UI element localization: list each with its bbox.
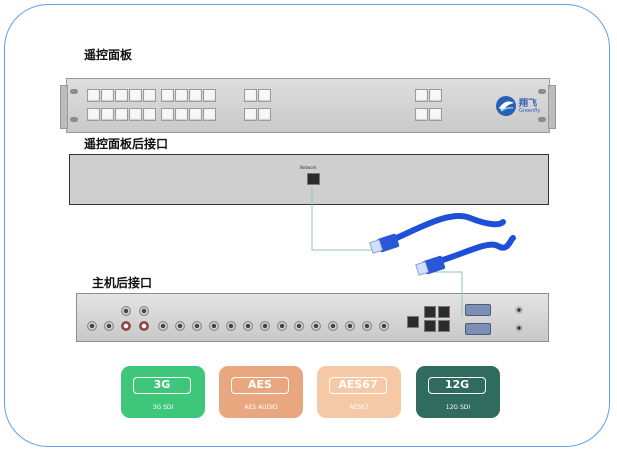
badge-tag: 3G (133, 377, 191, 394)
panel-key (258, 108, 271, 121)
rj45-port (424, 306, 436, 318)
panel-key (143, 89, 156, 102)
wire-remote (311, 187, 388, 251)
rj45-port (407, 316, 419, 328)
badge-subtitle: 12G SDI (445, 404, 471, 411)
panel-key (258, 89, 271, 102)
panel-key (161, 108, 174, 121)
badge-tag: AES67 (329, 377, 387, 394)
bnc-connector (158, 321, 168, 331)
badge-subtitle: AES67 (349, 404, 369, 411)
panel-key (429, 108, 442, 121)
panel-key (203, 89, 216, 102)
host-rear-panel (76, 293, 549, 342)
panel-key (189, 108, 202, 121)
badge-12g: 12G 12G SDI (416, 366, 500, 418)
bnc-connector (226, 321, 236, 331)
screw (515, 324, 523, 332)
panel-key (143, 108, 156, 121)
serial-port (465, 323, 491, 335)
audio-connector (139, 321, 149, 331)
bnc-connector (294, 321, 304, 331)
badge-aes: AES AES AUDIO (219, 366, 303, 418)
bnc-connector (311, 321, 321, 331)
serial-port (465, 304, 491, 316)
panel-key (203, 108, 216, 121)
mount-hole (70, 117, 78, 122)
diagram-frame (4, 4, 610, 447)
panel-key (415, 108, 428, 121)
bnc-connector (139, 306, 149, 316)
bnc-connector (328, 321, 338, 331)
host-rear-title: 主机后接口 (92, 276, 153, 290)
badge-3g: 3G 3G SDI (121, 366, 205, 418)
panel-key (244, 108, 257, 121)
rj45-port (438, 320, 450, 332)
panel-key (129, 89, 142, 102)
rj45-cable-icon (369, 213, 516, 276)
mount-hole (70, 89, 78, 94)
panel-key (189, 89, 202, 102)
remote-panel-rear-title: 遥控面板后接口 (84, 137, 169, 151)
panel-key (101, 89, 114, 102)
remote-control-panel: 翔飞 Greenfly (60, 78, 556, 133)
wire-host (433, 271, 463, 317)
audio-connector (121, 321, 131, 331)
mount-hole (538, 89, 546, 94)
badge-tag: 12G (428, 377, 486, 394)
bnc-connector (87, 321, 97, 331)
panel-key (244, 89, 257, 102)
greenfly-logo: 翔飞 Greenfly (495, 95, 575, 117)
bnc-connector (243, 321, 253, 331)
panel-ear-left (60, 85, 68, 129)
panel-key (115, 89, 128, 102)
bnc-connector (175, 321, 185, 331)
bnc-connector (104, 321, 114, 331)
bnc-connector (121, 306, 131, 316)
remote-panel-title: 遥控面板 (84, 48, 133, 62)
panel-ear-right (548, 85, 556, 129)
mount-hole (538, 117, 546, 122)
panel-key (129, 108, 142, 121)
greenfly-logo-icon (496, 96, 516, 116)
bnc-connector (345, 321, 355, 331)
panel-key (115, 108, 128, 121)
network-port (307, 173, 320, 185)
badge-subtitle: AES AUDIO (244, 404, 278, 411)
badge-subtitle: 3G SDI (152, 404, 174, 411)
logo-cn: 翔飞 (519, 99, 538, 109)
remote-panel-rear: Network (69, 154, 549, 205)
bnc-connector (379, 321, 389, 331)
panel-key (87, 108, 100, 121)
bnc-connector (192, 321, 202, 331)
panel-key (87, 89, 100, 102)
panel-key (161, 89, 174, 102)
screw (515, 306, 523, 314)
logo-en: Greenfly (519, 108, 541, 114)
panel-key (415, 89, 428, 102)
badge-tag: AES (231, 377, 289, 394)
bnc-connector (277, 321, 287, 331)
bnc-connector (260, 321, 270, 331)
bnc-connector (209, 321, 219, 331)
panel-key (175, 89, 188, 102)
network-port-label: Network (300, 165, 317, 170)
panel-key (175, 108, 188, 121)
rj45-port (424, 320, 436, 332)
panel-key (429, 89, 442, 102)
panel-key (101, 108, 114, 121)
bnc-connector (362, 321, 372, 331)
rj45-port (438, 306, 450, 318)
